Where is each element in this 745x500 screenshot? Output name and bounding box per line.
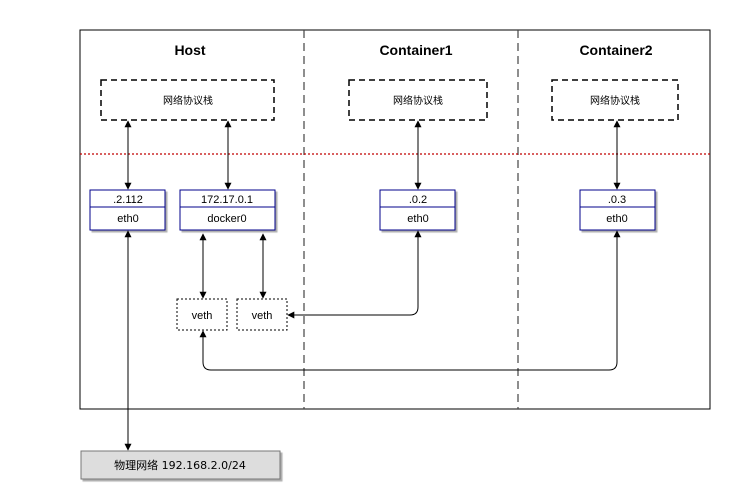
docker0-ip: 172.17.0.1 [201, 194, 253, 206]
container1-eth0-name: eth0 [407, 213, 428, 225]
physical-network-box [80, 450, 281, 480]
connectors [124, 120, 621, 451]
container2-eth0-interface [579, 189, 656, 231]
docker0-name: docker0 [207, 213, 246, 225]
host-protocol-stack: 网络协议栈 [100, 79, 275, 121]
container2-protocol-stack: 网络协议栈 [551, 79, 679, 121]
container2-eth0-ip: .0.3 [608, 194, 626, 206]
header-host: Host [174, 42, 205, 58]
host-eth0-name: eth0 [117, 213, 138, 225]
veth-box-1: veth [176, 298, 228, 331]
container2-stack-label: 网络协议栈 [590, 94, 640, 107]
header-container2: Container2 [579, 42, 652, 58]
host-stack-label: 网络协议栈 [163, 94, 213, 107]
container1-stack-label: 网络协议栈 [393, 94, 443, 107]
physical-network-label: 物理网络 192.168.2.0/24 [114, 458, 246, 472]
host-eth0-interface [89, 189, 166, 231]
veth-1-label: veth [192, 310, 213, 322]
container1-protocol-stack: 网络协议栈 [348, 79, 488, 121]
container1-eth0-ip: .0.2 [409, 194, 427, 206]
veth-box-2: veth [236, 298, 288, 331]
docker0-interface [179, 189, 276, 231]
veth-2-label: veth [252, 310, 273, 322]
header-container1: Container1 [379, 42, 452, 58]
container2-eth0-name: eth0 [606, 213, 627, 225]
veth1-to-container2-eth0-connector [199, 230, 621, 371]
container1-eth0-interface [379, 189, 456, 231]
host-eth0-ip: .2.112 [113, 194, 143, 206]
